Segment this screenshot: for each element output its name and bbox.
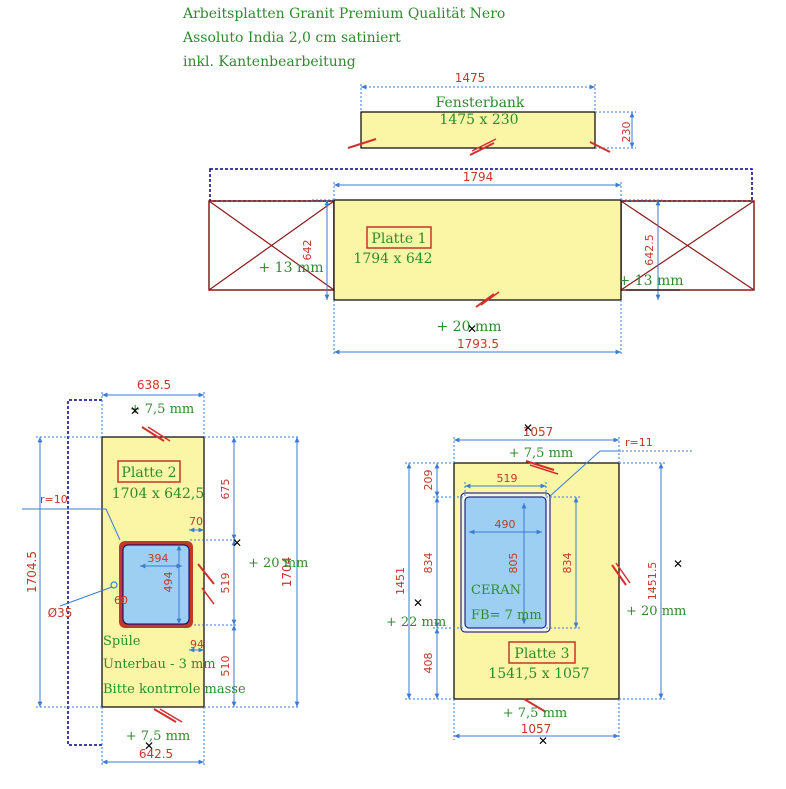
platte2-note-1: Spüle xyxy=(103,634,141,649)
fensterbank-size: 1475 x 230 xyxy=(439,112,518,128)
platte2-size: 1704 x 642,5 xyxy=(112,486,205,502)
platte1-overhang-left: + 13 mm xyxy=(259,260,324,276)
platte2-gap-right: 70 xyxy=(189,515,203,528)
platte3-seg-mid: 834 xyxy=(422,553,435,574)
platte3-seg-top: 209 xyxy=(422,470,435,491)
platte3-overhang-top: + 7,5 mm xyxy=(509,446,574,461)
platte3-dim-top: 1057 xyxy=(523,425,554,439)
platte1-label: Platte 1 xyxy=(371,231,426,247)
header-line-3: inkl. Kantenbearbeitung xyxy=(183,54,356,70)
platte3-cook-h-outer: 834 xyxy=(561,553,574,574)
platte3-dim-right: 1451.5 xyxy=(646,562,659,601)
platte1-overhang-bottom: + 20 mm xyxy=(437,319,502,335)
platte3-label: Platte 3 xyxy=(514,646,569,662)
header-line-2: Assoluto India 2,0 cm satiniert xyxy=(182,30,401,46)
platte2-note-2: Unterbau - 3 mm xyxy=(103,657,216,672)
platte1-dim-left: 642 xyxy=(301,240,314,261)
platte3-ceran-2: FB= 7 mm xyxy=(471,608,542,623)
platte1-dim-right: 642.5 xyxy=(643,234,656,266)
svg-text:✕: ✕ xyxy=(144,739,154,753)
platte3-overhang-right: + 20 mm xyxy=(626,604,686,619)
platte2-dim-right: 1704 xyxy=(280,557,294,588)
platte3-cook-w-inner: 490 xyxy=(495,518,516,531)
platte3-ceran-1: CERAN xyxy=(471,583,521,598)
platte2-overhang-right: + 20 mm xyxy=(248,556,308,571)
platte2-sink-w: 394 xyxy=(148,552,169,565)
svg-text:✕: ✕ xyxy=(673,557,683,571)
platte1-overhang-right: + 13 mm xyxy=(619,273,684,289)
platte2-gap-bottom: 94 xyxy=(190,638,204,651)
platte2-overhang-bottom: + 7,5 mm xyxy=(126,729,191,744)
platte3-overhang-left: + 22 mm xyxy=(386,615,446,630)
fensterbank: 1475 Fensterbank 1475 x 230 230 xyxy=(347,71,636,156)
platte3-dim-bottom: 1057 xyxy=(521,722,552,736)
svg-text:✕: ✕ xyxy=(232,536,242,550)
svg-text:✕: ✕ xyxy=(467,322,477,336)
platte1-label-box xyxy=(366,226,432,249)
platte2-dim-left: 1704.5 xyxy=(25,551,39,593)
platte3-overhang-bottom: + 7,5 mm xyxy=(503,706,568,721)
fensterbank-dim-side: 230 xyxy=(620,122,633,143)
svg-text:✕: ✕ xyxy=(130,404,140,418)
platte3-cook-w-outer: 519 xyxy=(497,472,518,485)
fensterbank-dim-top: 1475 xyxy=(455,71,486,85)
platte3-radius: r=11 xyxy=(625,436,653,449)
platte2-seg-bot: 510 xyxy=(219,656,232,677)
platte3-seg-bot: 408 xyxy=(422,653,435,674)
platte1-size: 1794 x 642 xyxy=(353,251,432,267)
svg-text:✕: ✕ xyxy=(523,421,533,435)
platte-2: 638.5 + 7,5 mm ✕ Platte 2 1704 x 642,5 1… xyxy=(22,378,308,766)
platte2-sink-h: 494 xyxy=(162,572,175,593)
svg-text:✕: ✕ xyxy=(413,596,423,610)
platte1-dim-top: 1794 xyxy=(463,170,494,184)
header-line-1: Arbeitsplatten Granit Premium Qualität N… xyxy=(182,6,505,22)
platte2-radius: r=10 xyxy=(40,493,68,506)
platte2-seg-mid: 519 xyxy=(219,573,232,594)
platte2-overhang-top: + 7,5 mm xyxy=(130,402,195,417)
platte2-dim-bottom: 642.5 xyxy=(139,747,173,761)
platte2-seg-top: 675 xyxy=(219,479,232,500)
platte-1: 1794 Platte 1 1794 x 642 642 + 13 mm 642… xyxy=(208,168,755,356)
platte2-dim-top: 638.5 xyxy=(137,378,171,392)
svg-text:✕: ✕ xyxy=(538,734,548,748)
platte2-note-3: Bitte kontrrole masse xyxy=(103,682,246,697)
platte1-dim-bottom: 1793.5 xyxy=(457,337,499,351)
platte-3: 1057 ✕ + 7,5 mm r=11 519 490 805 834 CER… xyxy=(386,421,694,748)
platte2-hole: Ø35 xyxy=(48,606,73,620)
platte3-cook-h-inner: 805 xyxy=(507,553,520,574)
platte3-dim-left: 1451 xyxy=(394,567,407,595)
platte2-hole-offset: 60 xyxy=(114,594,128,607)
platte2-label: Platte 2 xyxy=(121,465,176,481)
platte3-size: 1541,5 x 1057 xyxy=(488,666,589,682)
fensterbank-title: Fensterbank xyxy=(436,95,525,111)
